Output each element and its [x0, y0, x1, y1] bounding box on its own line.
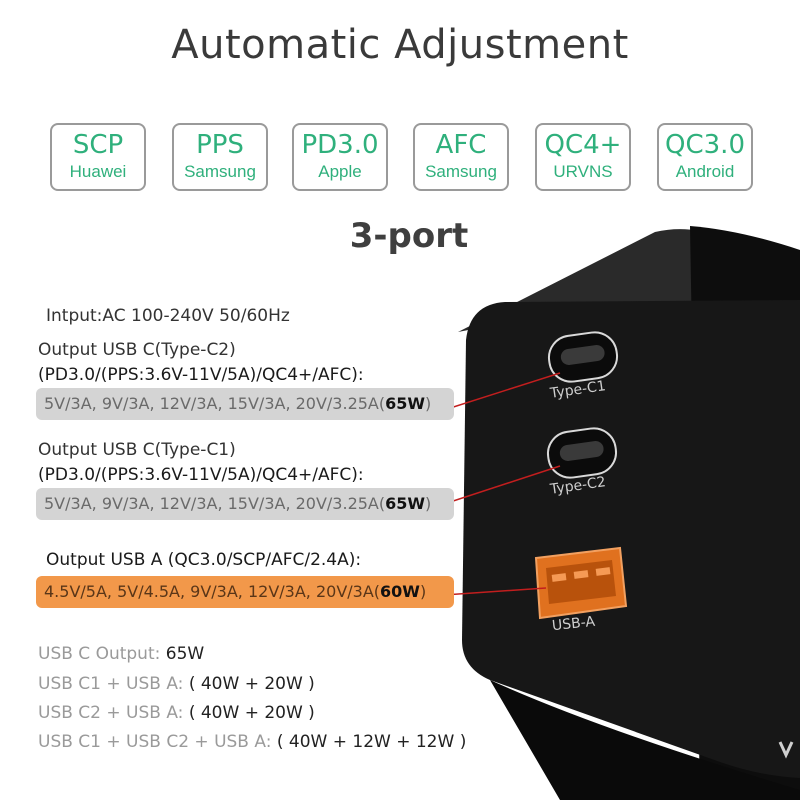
port-label-usb-a: USB-A [551, 613, 596, 635]
summary-label: USB C1 + USB A: [38, 674, 189, 694]
summary-label: USB C Output: [38, 644, 166, 664]
protocol-brand: URVNS [553, 162, 613, 181]
type-c1-port [547, 331, 619, 383]
port-count-heading: 3-port [349, 216, 469, 256]
max-power: 65W [385, 394, 426, 413]
port-heading-type-c1: Output USB C(Type-C1) [38, 440, 236, 460]
protocol-name: SCP [72, 130, 124, 160]
power-spec-usb-a: 4.5V/5A, 5V/4.5A, 9V/3A, 12V/3A, 20V/3A(… [36, 576, 454, 608]
protocol-name: AFC [435, 130, 487, 160]
power-values: 5V/3A, 9V/3A, 12V/3A, 15V/3A, 20V/3.25A( [44, 494, 386, 513]
input-spec: Intput:AC 100-240V 50/60Hz [46, 306, 290, 326]
page-title: Automatic Adjustment [171, 22, 629, 68]
summary-value: ( 40W + 12W + 12W ) [276, 732, 467, 752]
summary-value: ( 40W + 20W ) [188, 703, 315, 723]
power-close: ) [419, 582, 427, 601]
port-label-type-c1: Type-C1 [549, 378, 607, 402]
type-c2-port [546, 427, 618, 479]
protocol-brand: Samsung [425, 162, 497, 181]
power-close: ) [425, 494, 432, 513]
protocol-name: PD3.0 [301, 130, 379, 160]
power-spec-type-c1: 5V/3A, 9V/3A, 12V/3A, 15V/3A, 20V/3.25A(… [36, 488, 454, 520]
brand-logo-mark [778, 741, 794, 759]
protocol-badge-qc30: QC3.0 Android [657, 123, 753, 191]
protocol-badge-qc4plus: QC4+ URVNS [535, 123, 631, 191]
usb-a-port [534, 546, 628, 620]
port-protocols-type-c1: (PD3.0/(PPS:3.6V-11V/5A)/QC4+/AFC): [38, 465, 364, 485]
protocol-name: QC4+ [544, 130, 622, 160]
summary-line: USB C1 + USB C2 + USB A: ( 40W + 12W + 1… [38, 732, 466, 752]
connector-line-c2 [443, 465, 561, 505]
port-protocols-type-c2: (PD3.0/(PPS:3.6V-11V/5A)/QC4+/AFC): [38, 365, 364, 385]
summary-line: USB C1 + USB A: ( 40W + 20W ) [38, 674, 315, 694]
protocol-badge-pps: PPS Samsung [172, 123, 268, 191]
protocol-brand: Apple [318, 162, 362, 181]
protocol-brand: Huawei [69, 162, 127, 181]
protocol-badge-pd30: PD3.0 Apple [292, 123, 388, 191]
protocol-badge-scp: SCP Huawei [50, 123, 146, 191]
connector-line-a [443, 587, 547, 596]
protocol-brand: Android [675, 162, 735, 181]
power-values: 4.5V/5A, 5V/4.5A, 9V/3A, 12V/3A, 20V/3A( [44, 582, 381, 601]
power-close: ) [425, 394, 432, 413]
summary-label: USB C2 + USB A: [38, 703, 189, 723]
connector-line-c1 [443, 372, 561, 411]
max-power: 65W [385, 494, 426, 513]
protocol-name: QC3.0 [665, 130, 745, 160]
power-spec-type-c2: 5V/3A, 9V/3A, 12V/3A, 15V/3A, 20V/3.25A(… [36, 388, 454, 420]
port-heading-usb-a: Output USB A (QC3.0/SCP/AFC/2.4A): [46, 550, 362, 570]
protocol-list: SCP Huawei PPS Samsung PD3.0 Apple AFC S… [50, 123, 755, 193]
power-values: 5V/3A, 9V/3A, 12V/3A, 15V/3A, 20V/3.25A( [44, 394, 386, 413]
protocol-name: PPS [196, 130, 244, 160]
summary-value: ( 40W + 20W ) [188, 674, 315, 694]
summary-value: 65W [165, 644, 205, 664]
port-heading-type-c2: Output USB C(Type-C2) [38, 340, 236, 360]
port-label-type-c2: Type-C2 [549, 474, 607, 498]
max-power: 60W [380, 582, 420, 601]
protocol-badge-afc: AFC Samsung [413, 123, 509, 191]
summary-label: USB C1 + USB C2 + USB A: [38, 732, 277, 752]
summary-line: USB C2 + USB A: ( 40W + 20W ) [38, 703, 315, 723]
summary-line: USB C Output: 65W [38, 644, 204, 664]
protocol-brand: Samsung [184, 162, 256, 181]
